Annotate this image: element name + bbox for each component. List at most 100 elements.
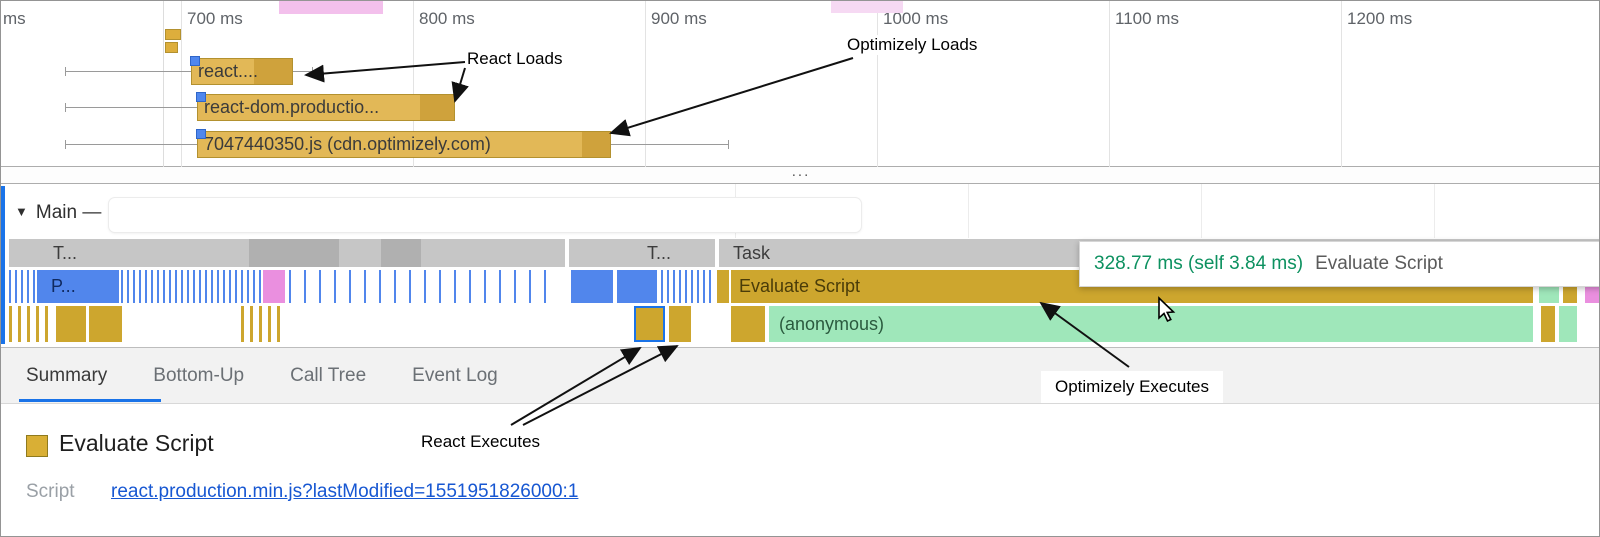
mini-request-bar [165,29,181,40]
evaluate-script-label: Evaluate Script [739,276,861,296]
selected-track-indicator [1,186,5,344]
task-label: T... [647,242,672,263]
ruler-tick-1100: 1100 ms [1115,9,1179,28]
mini-request-bar [165,42,178,53]
activity-slivers [9,270,35,303]
download-segment [420,95,454,120]
activity-slivers [289,270,559,303]
panel-resize-handle[interactable]: ... [1,164,1599,184]
tab-call-tree[interactable]: Call Tree [290,364,367,386]
request-chip-icon [196,129,206,139]
ruler-unit-label: ms [3,9,26,28]
request-whisker [293,71,313,72]
script-source-link[interactable]: react.production.min.js?lastModified=155… [111,481,579,502]
activity-slivers [661,270,713,303]
network-request-react[interactable]: react.... [190,56,293,85]
flame-chart-tooltip: 328.77 ms (self 3.84 ms) Evaluate Script [1079,241,1599,287]
tab-summary[interactable]: Summary [26,364,108,386]
request-chip-icon [196,92,206,102]
request-whisker [65,144,197,145]
script-sliver [717,270,729,303]
parse-bar[interactable]: P... [37,270,119,303]
download-segment [582,132,610,157]
request-label: 7047440350.js (cdn.optimizely.com) [204,134,491,154]
request-whisker [611,144,729,145]
range-start-line [163,1,164,167]
gridline-1100ms [1109,1,1110,167]
main-track-label: Main — [35,202,102,223]
request-whisker [65,107,197,108]
tooltip-label: Evaluate Script [1315,253,1443,274]
gridline [968,184,969,238]
main-thread-track: ▼ Main — T... T... Task P... Evaluate Scr… [1,184,1599,347]
ruler-tick-1000: 1000 ms [883,9,949,28]
activity-slivers [9,306,53,342]
anonymous-call-bar[interactable]: (anonymous) [769,306,1533,342]
gridline [1201,184,1202,238]
react-execute-bar[interactable] [669,306,691,342]
whisker-tick [65,140,66,149]
request-whisker [65,71,191,72]
summary-title: Evaluate Script [59,430,214,456]
parse-bar[interactable] [571,270,613,303]
activity-strip [279,1,383,14]
download-segment [254,59,292,84]
tab-event-log[interactable]: Event Log [412,364,498,386]
task-bar[interactable]: T... [9,239,565,267]
annotation-optimizely-executes: Optimizely Executes [1041,371,1223,403]
main-track-header[interactable]: ▼ Main — [15,202,101,224]
redacted-overlay [109,198,861,232]
activity-sliver [1559,306,1577,342]
whisker-tick [312,67,313,76]
script-bar[interactable] [731,306,765,342]
script-bar[interactable] [89,306,122,342]
annotation-react-loads: React Loads [467,49,563,69]
gridline [1434,184,1435,238]
timeline-overview[interactable]: ms 700 ms 800 ms 900 ms 1000 ms 1100 ms … [1,1,1599,167]
activity-slivers [241,306,281,342]
activity-sliver [1541,306,1555,342]
task-segment [381,239,421,267]
activity-strip [831,1,903,13]
annotation-optimizely-loads: Optimizely Loads [847,35,978,55]
gridline-1000ms [877,1,878,167]
tab-bottom-up[interactable]: Bottom-Up [153,364,245,386]
script-row-label: Script [26,481,75,502]
ruler-tick-700: 700 ms [187,9,243,28]
request-label: react-dom.productio... [204,97,380,117]
react-execute-bar-selected[interactable] [634,306,665,342]
layout-bar[interactable] [263,270,285,303]
gridline-700ms [181,1,182,167]
whisker-tick [65,67,66,76]
mouse-cursor-icon [1158,296,1176,323]
whisker-tick [65,103,66,112]
script-bar[interactable] [56,306,86,342]
active-tab-underline [19,399,161,402]
task-segment [249,239,339,267]
gridline-800ms [413,1,414,167]
task-label: Task [733,242,771,263]
request-chip-icon [190,56,200,66]
tooltip-timing: 328.77 ms (self 3.84 ms) [1094,253,1304,274]
ruler-tick-800: 800 ms [419,9,475,28]
network-request-optimizely[interactable]: 7047440350.js (cdn.optimizely.com) [196,129,611,158]
gridline-1200ms [1341,1,1342,167]
scripting-color-swatch [26,435,48,457]
activity-slivers [121,270,263,303]
parse-label: P... [51,276,76,296]
network-request-react-dom[interactable]: react-dom.productio... [196,92,455,121]
gridline-900ms [645,1,646,167]
resize-dots-icon: ... [791,163,811,180]
collapse-triangle-icon[interactable]: ▼ [15,204,28,219]
ruler-tick-1200: 1200 ms [1347,9,1413,28]
request-label: react.... [198,61,259,81]
summary-panel: Evaluate Script Script react.production.… [1,404,1599,536]
bottom-tabbar: Summary Bottom-Up Call Tree Event Log [1,347,1599,404]
ruler-tick-900: 900 ms [651,9,707,28]
task-label: T... [53,242,78,263]
annotation-react-executes: React Executes [413,429,549,455]
task-bar[interactable]: T... [569,239,715,267]
whisker-tick [728,140,729,149]
parse-bar[interactable] [617,270,657,303]
